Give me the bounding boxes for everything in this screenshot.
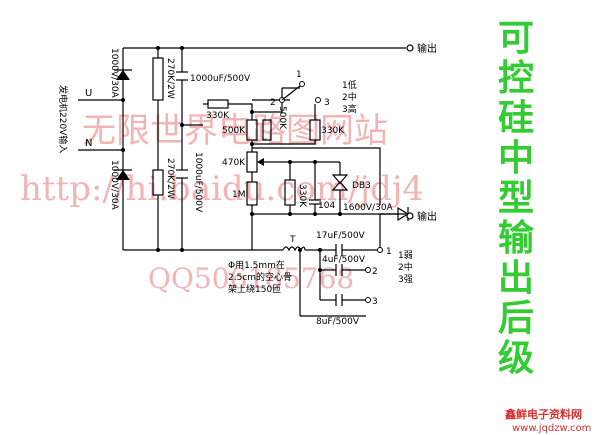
title-char: 硅	[498, 98, 534, 139]
title-char: 型	[498, 178, 534, 219]
title-char: 中	[498, 138, 534, 179]
output-mid-terminal	[406, 212, 414, 220]
switch-top-contact-1	[299, 81, 305, 87]
strength-3: 3强	[398, 274, 413, 285]
diode-top-label: 1000V/30A	[109, 48, 119, 99]
watermark-line2: http://hi.baidu.com/jdj4	[20, 169, 424, 209]
sw-bot-2: 2	[372, 267, 378, 277]
resistor-330k-a	[207, 99, 229, 109]
ac-input-label: 发电机220V输入	[57, 85, 69, 153]
diac-db3	[331, 174, 349, 191]
resistor-270k-top	[152, 57, 164, 101]
title-char: 控	[498, 58, 534, 99]
resistor-500k-b	[262, 119, 272, 141]
capacitor-17uf	[335, 244, 343, 256]
title-char: 可	[498, 18, 534, 59]
coil-t	[282, 246, 306, 252]
resistor-270k-bottom	[152, 169, 164, 196]
sw-top-3: 3	[324, 98, 330, 108]
strength-2: 2中	[398, 261, 413, 273]
label-u: U	[85, 88, 92, 99]
out-top-label: 输出	[417, 42, 437, 55]
out-mid-label: 输出	[417, 210, 437, 223]
r330k-c-label: 330K	[297, 184, 307, 208]
res-270k-top-label: 270K/2W	[165, 58, 175, 99]
resistor-1m	[246, 181, 258, 206]
capacitor-1000uf-bottom	[176, 169, 188, 179]
r500k-b-label: 500K	[277, 106, 287, 130]
cap-top-label: 1000uF/500V	[190, 74, 251, 84]
diode-bottom-label: 1000V/30A	[109, 160, 119, 211]
r1m-label: 1M	[232, 190, 246, 200]
r330k-b-label: 330K	[321, 126, 345, 136]
diode-bottom	[114, 169, 132, 180]
watermark-line1: 无限世界电路图网站	[82, 111, 388, 151]
r330k-a-label: 330K	[206, 111, 230, 121]
title-vertical: 可 控 硅 中 型 输 出 后 级	[498, 18, 535, 379]
switch-bot-contact-3	[365, 297, 371, 303]
strength-1: 1弱	[398, 250, 413, 261]
c17-label: 17uF/500V	[316, 231, 366, 241]
speed-3: 3高	[342, 103, 357, 115]
c4-label: 4uF/500V	[322, 255, 366, 265]
sw-top-1: 1	[296, 70, 302, 80]
capacitor-8uf	[335, 294, 343, 306]
title-char: 后	[498, 298, 534, 339]
label-n: N	[85, 138, 92, 149]
db3-label: DB3	[352, 181, 371, 191]
switch-bot-contact-1	[377, 247, 383, 253]
sw-bot-1: 1	[386, 247, 392, 257]
capacitor-1000uf-top	[176, 71, 188, 81]
switch-bot-contact-2	[365, 267, 371, 273]
switch-top-contact-3	[315, 97, 321, 103]
sw-bot-3: 3	[372, 297, 378, 307]
coil-note-3: 架上绕150匝	[228, 283, 281, 295]
capacitor-4uf	[335, 264, 343, 276]
coil-note-2: 2.5cm的空心骨	[228, 271, 292, 283]
coil-note-1: Φ用1.5mm在	[228, 259, 285, 271]
title-char: 出	[498, 258, 534, 299]
output-top-terminal	[406, 44, 414, 52]
scr-label: 1600V/30A	[343, 203, 394, 213]
junction-dots	[121, 46, 342, 272]
cap104-label: 104	[318, 201, 335, 211]
diode-top	[114, 69, 132, 80]
speed-1: 1低	[342, 79, 357, 91]
resistor-330k-b	[309, 119, 321, 141]
title-char: 输	[498, 218, 535, 259]
r500k-a-label: 500K	[222, 126, 246, 136]
logo-name: 鑫鲜电子资料网	[504, 407, 582, 421]
resistor-500k-a	[246, 119, 258, 141]
logo-url: www.jqdzw.com	[512, 423, 591, 434]
resistor-330k-c	[284, 179, 296, 206]
res-270k-bottom-label: 270K/2W	[165, 158, 175, 199]
cap-bottom-label: 1000uF/500V	[193, 152, 203, 213]
pot-470k-label: 470K	[222, 158, 246, 168]
t-label: T	[289, 235, 296, 245]
sw-top-2: 2	[270, 98, 276, 108]
capacitor-104	[309, 199, 321, 205]
c8-label: 8uF/500V	[316, 317, 360, 327]
title-char: 级	[498, 338, 534, 379]
speed-2: 2中	[342, 91, 357, 103]
